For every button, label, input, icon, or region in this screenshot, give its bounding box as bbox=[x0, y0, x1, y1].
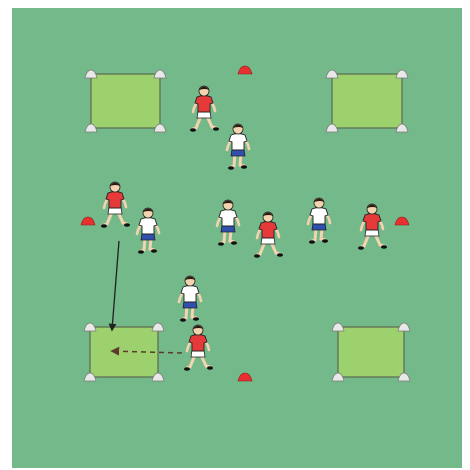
target-square-top-right bbox=[332, 74, 402, 128]
target-square-bottom-right bbox=[338, 327, 404, 377]
pitch bbox=[12, 8, 462, 468]
target-square-top-left bbox=[91, 74, 160, 128]
